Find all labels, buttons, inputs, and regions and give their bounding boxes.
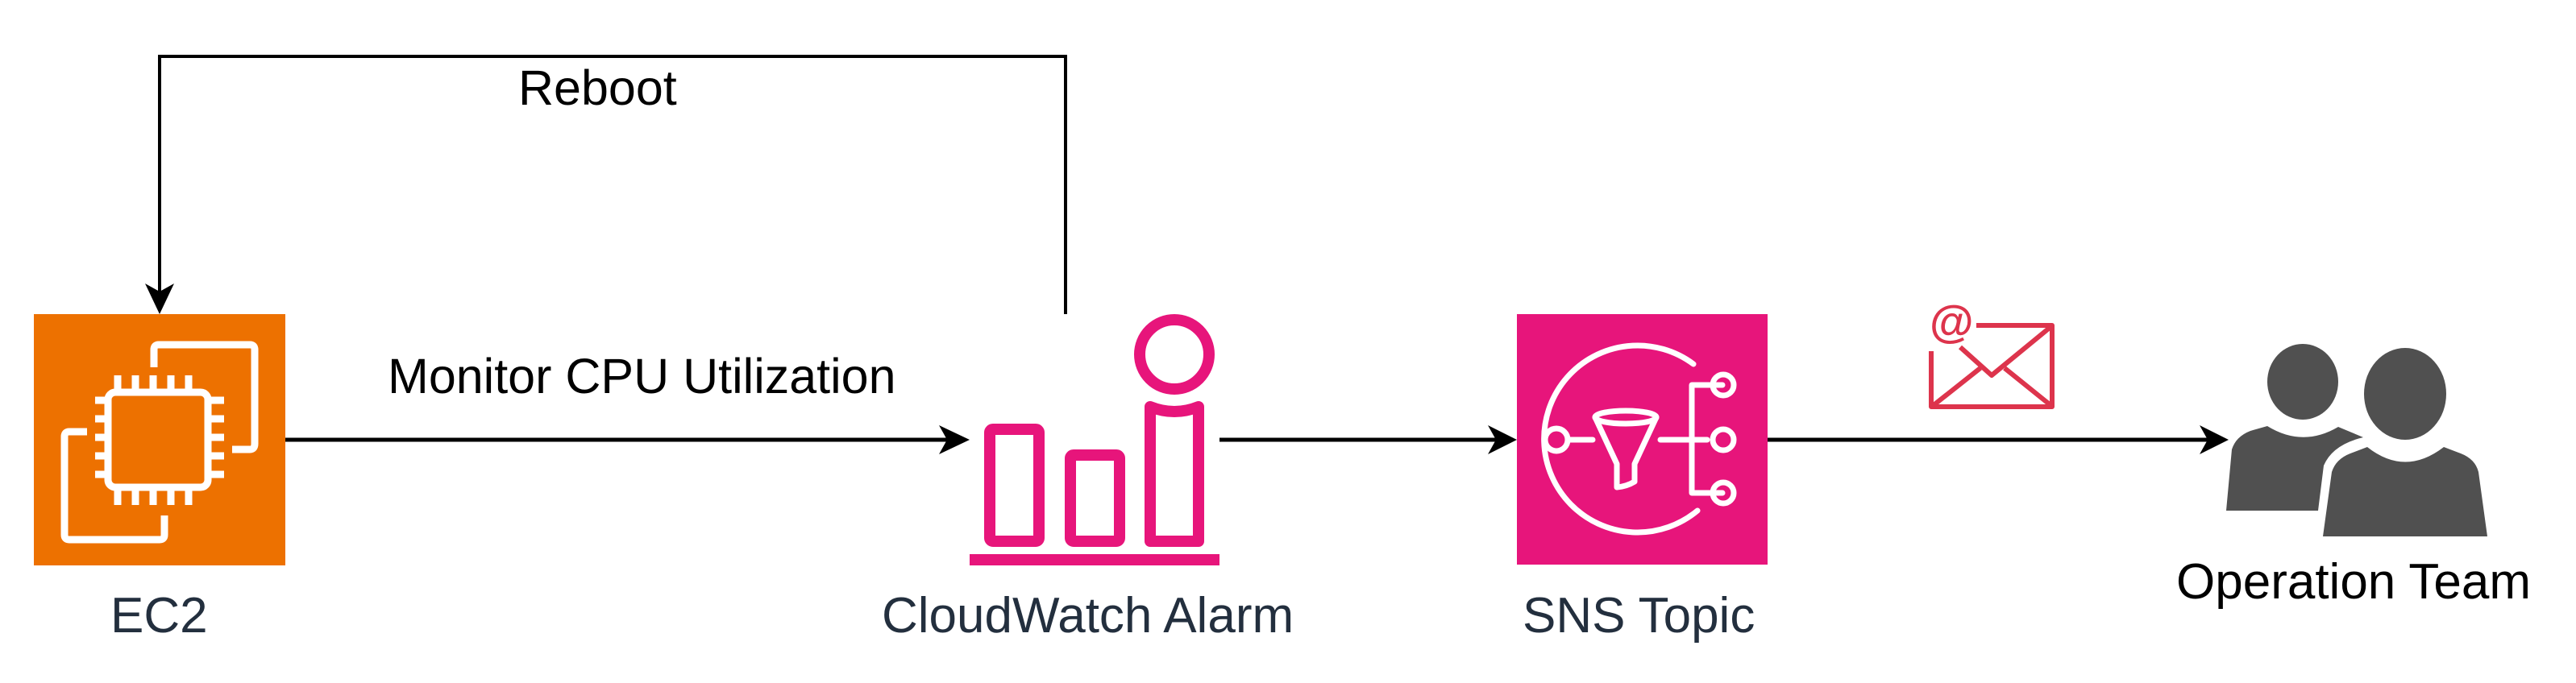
arrowhead-right-icon (2200, 425, 2229, 454)
arrowhead-right-icon (1488, 425, 1517, 454)
ec2-instance-icon (60, 341, 259, 544)
edge-monitor-cpu[interactable] (285, 425, 970, 454)
cloudwatch-alarm-icon (984, 314, 1215, 547)
edge-reboot[interactable] (145, 55, 1067, 314)
node-operation-team[interactable] (2226, 344, 2487, 536)
arrowhead-right-icon (939, 425, 970, 454)
ec2-background (34, 314, 285, 565)
node-ec2[interactable] (34, 314, 285, 565)
node-label-cloudwatch-alarm: CloudWatch Alarm (882, 588, 1294, 644)
node-label-ec2: EC2 (110, 588, 208, 644)
edge-label-reboot: Reboot (518, 60, 677, 115)
node-cloudwatch-alarm[interactable] (970, 314, 1219, 565)
email-icon: @ (1929, 296, 2055, 409)
edge-sns-team[interactable] (1768, 425, 2229, 454)
users-group-icon (2226, 344, 2487, 536)
svg-text:@: @ (1930, 296, 1974, 346)
edge-reboot-line (158, 55, 1067, 314)
node-label-operation-team: Operation Team (2176, 554, 2531, 610)
node-sns-topic[interactable] (1517, 314, 1768, 565)
node-label-sns-topic: SNS Topic (1523, 588, 1755, 644)
arrowhead-down-icon (145, 284, 174, 314)
cloudwatch-baseline (970, 554, 1219, 565)
sns-topic-icon (1541, 342, 1737, 536)
edge-label-monitor-cpu: Monitor CPU Utilization (388, 349, 896, 404)
edge-cloudwatch-sns[interactable] (1219, 425, 1517, 454)
sns-background (1517, 314, 1768, 565)
